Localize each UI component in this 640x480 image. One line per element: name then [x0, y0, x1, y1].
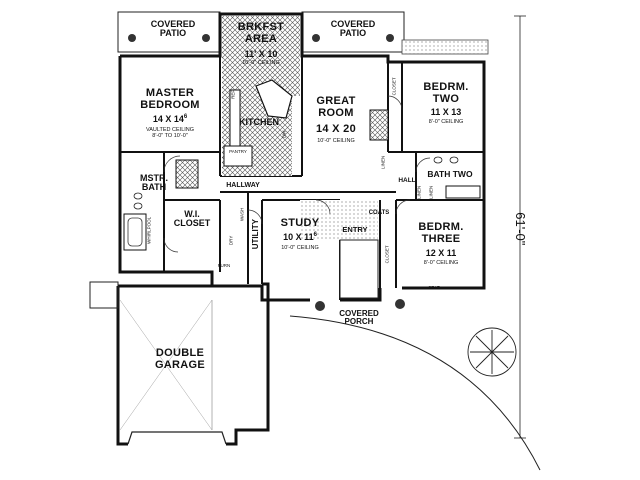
brkfst-area-size: 11' X 10	[244, 49, 278, 59]
study-size-text: 10 X 11	[283, 232, 314, 242]
garage-side-step	[89, 281, 119, 309]
bedrm-two-size: 11 X 13	[430, 107, 462, 117]
kitchen-label: KITCHEN	[239, 117, 279, 127]
bedrm-two-name: BEDRM. TWO	[423, 81, 469, 105]
brkfst-area-ceiling: 10'-0" CEILING	[242, 60, 280, 66]
great-room-name: GREAT ROOM	[316, 95, 356, 119]
bedrm-three-name: BEDRM. THREE	[418, 221, 464, 245]
bath-two-tub	[445, 185, 481, 199]
porch-shrubs	[315, 299, 405, 311]
dw-label: DW	[281, 130, 287, 139]
master-bedroom-size: 14 X 146	[132, 114, 208, 124]
door-swings	[163, 95, 431, 253]
whirlpool-label: WHIRLPOOL	[146, 216, 152, 244]
dimension-line	[514, 15, 526, 439]
wash-label: WASH	[239, 207, 245, 222]
fireplace	[369, 109, 389, 141]
lawn-curve	[289, 315, 541, 471]
entry-label: ENTRY	[342, 225, 368, 234]
tree	[467, 327, 517, 377]
closet-bedrm-three-label: CLOSET	[384, 245, 390, 264]
study-size-sup: 6	[313, 232, 317, 238]
furn-label: FURN	[217, 263, 231, 268]
linen-label-2: LINEN	[416, 185, 422, 199]
utility-label: UTILITY	[250, 219, 260, 250]
pantry-label: PANTRY	[229, 149, 247, 154]
great-room-ceiling: 10'-0" CEILING	[317, 138, 355, 144]
ref-label: REF	[230, 89, 236, 99]
hallway-floor	[339, 239, 379, 299]
mstr-bath-label: MSTR. BATH	[140, 173, 168, 193]
study-ceiling: 10'-0" CEILING	[281, 245, 319, 251]
linen-label-3: LINEN	[428, 185, 434, 199]
overall-dimension: 61'-0"	[512, 212, 528, 246]
bedrm-two-ceiling: 8'-0" CEILING	[428, 119, 464, 125]
brkfst-area-name: BRKFST AREA	[237, 21, 285, 45]
garage-floor-diag-2	[119, 299, 213, 431]
covered-patio-left-label: COVERED PATIO	[150, 19, 196, 39]
covered-patio-right-label: COVERED PATIO	[330, 19, 376, 39]
hedge-top-right	[401, 39, 489, 55]
closet-bedrm-two-label: CLOSET	[391, 77, 397, 96]
study-name: STUDY	[280, 217, 320, 229]
dry-label: DRY	[228, 235, 234, 246]
great-room-size: 14 X 20	[315, 123, 357, 135]
study-size: 10 X 116	[270, 232, 330, 242]
bedrm-three-size: 12 X 11	[425, 248, 457, 258]
whirlpool-inner	[127, 217, 143, 247]
whirlpool-tub	[123, 213, 147, 251]
wi-closet-label: W.I. CLOSET	[173, 209, 211, 229]
pantry-box	[223, 145, 253, 167]
covered-porch-label: COVERED PORCH	[339, 309, 379, 327]
kitchen-island	[255, 79, 293, 119]
master-bedroom-ceiling: VAULTED CEILING 8'-0" TO 10'-0"	[145, 127, 195, 139]
coats-label: COATS	[368, 210, 390, 216]
entry-tile-floor	[300, 200, 378, 240]
shower-tile	[175, 159, 199, 189]
master-bedroom-size-sup: 6	[183, 114, 188, 120]
hallway-label: HALLWAY	[226, 182, 260, 189]
garage-walls	[116, 284, 270, 446]
hall-label: HALL	[398, 177, 416, 184]
master-bedroom-name: MASTER BEDROOM	[140, 87, 200, 111]
bedrm-three-ceiling: 8'-0" CEILING	[423, 260, 459, 266]
patio-shrubs	[128, 34, 394, 42]
linen-label-1: LINEN	[380, 155, 386, 169]
garage-door-line	[127, 431, 227, 445]
master-bedroom-size-text: 14 X 14	[152, 114, 184, 124]
bath-sinks	[133, 156, 459, 210]
double-garage-label: DOUBLE GARAGE	[154, 347, 206, 371]
exterior-walls	[118, 12, 486, 302]
seat-label: SEAT	[428, 285, 440, 290]
bath-two-label: BATH TWO	[427, 169, 473, 179]
